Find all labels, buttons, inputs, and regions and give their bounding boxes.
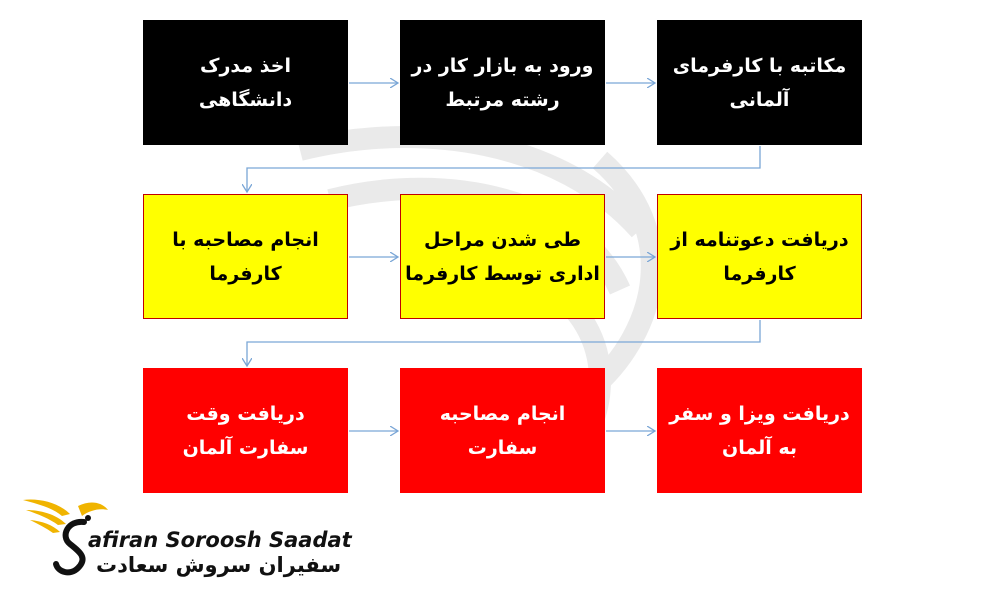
step-admin-procedures: طی شدن مراحل اداری توسط کارفرما xyxy=(400,194,605,319)
arrow-row2-to-row3 xyxy=(247,320,761,366)
step-get-degree: اخذ مدرک دانشگاهی xyxy=(143,20,348,145)
step-employer-interview: انجام مصاحبه با کارفرما xyxy=(143,194,348,319)
step-invitation-letter: دریافت دعوتنامه از کارفرما xyxy=(657,194,862,319)
step-visa-travel: دریافت ویزا و سفر به آلمان xyxy=(657,368,862,493)
step-contact-employer: مکاتبه با کارفرمای آلمانی xyxy=(657,20,862,145)
brand-name-fa: سفیران سروش سعادت xyxy=(96,553,342,577)
brand-name-en: afiran Soroosh Saadat xyxy=(88,528,352,552)
arrow-row1-to-row2 xyxy=(247,146,761,192)
step-enter-job-market: ورود به بازار کار در رشته مرتبط xyxy=(400,20,605,145)
step-embassy-appointment: دریافت وقت سفارت آلمان xyxy=(143,368,348,493)
step-embassy-interview: انجام مصاحبه سفارت xyxy=(400,368,605,493)
phoenix-s-logo-icon xyxy=(23,499,108,576)
